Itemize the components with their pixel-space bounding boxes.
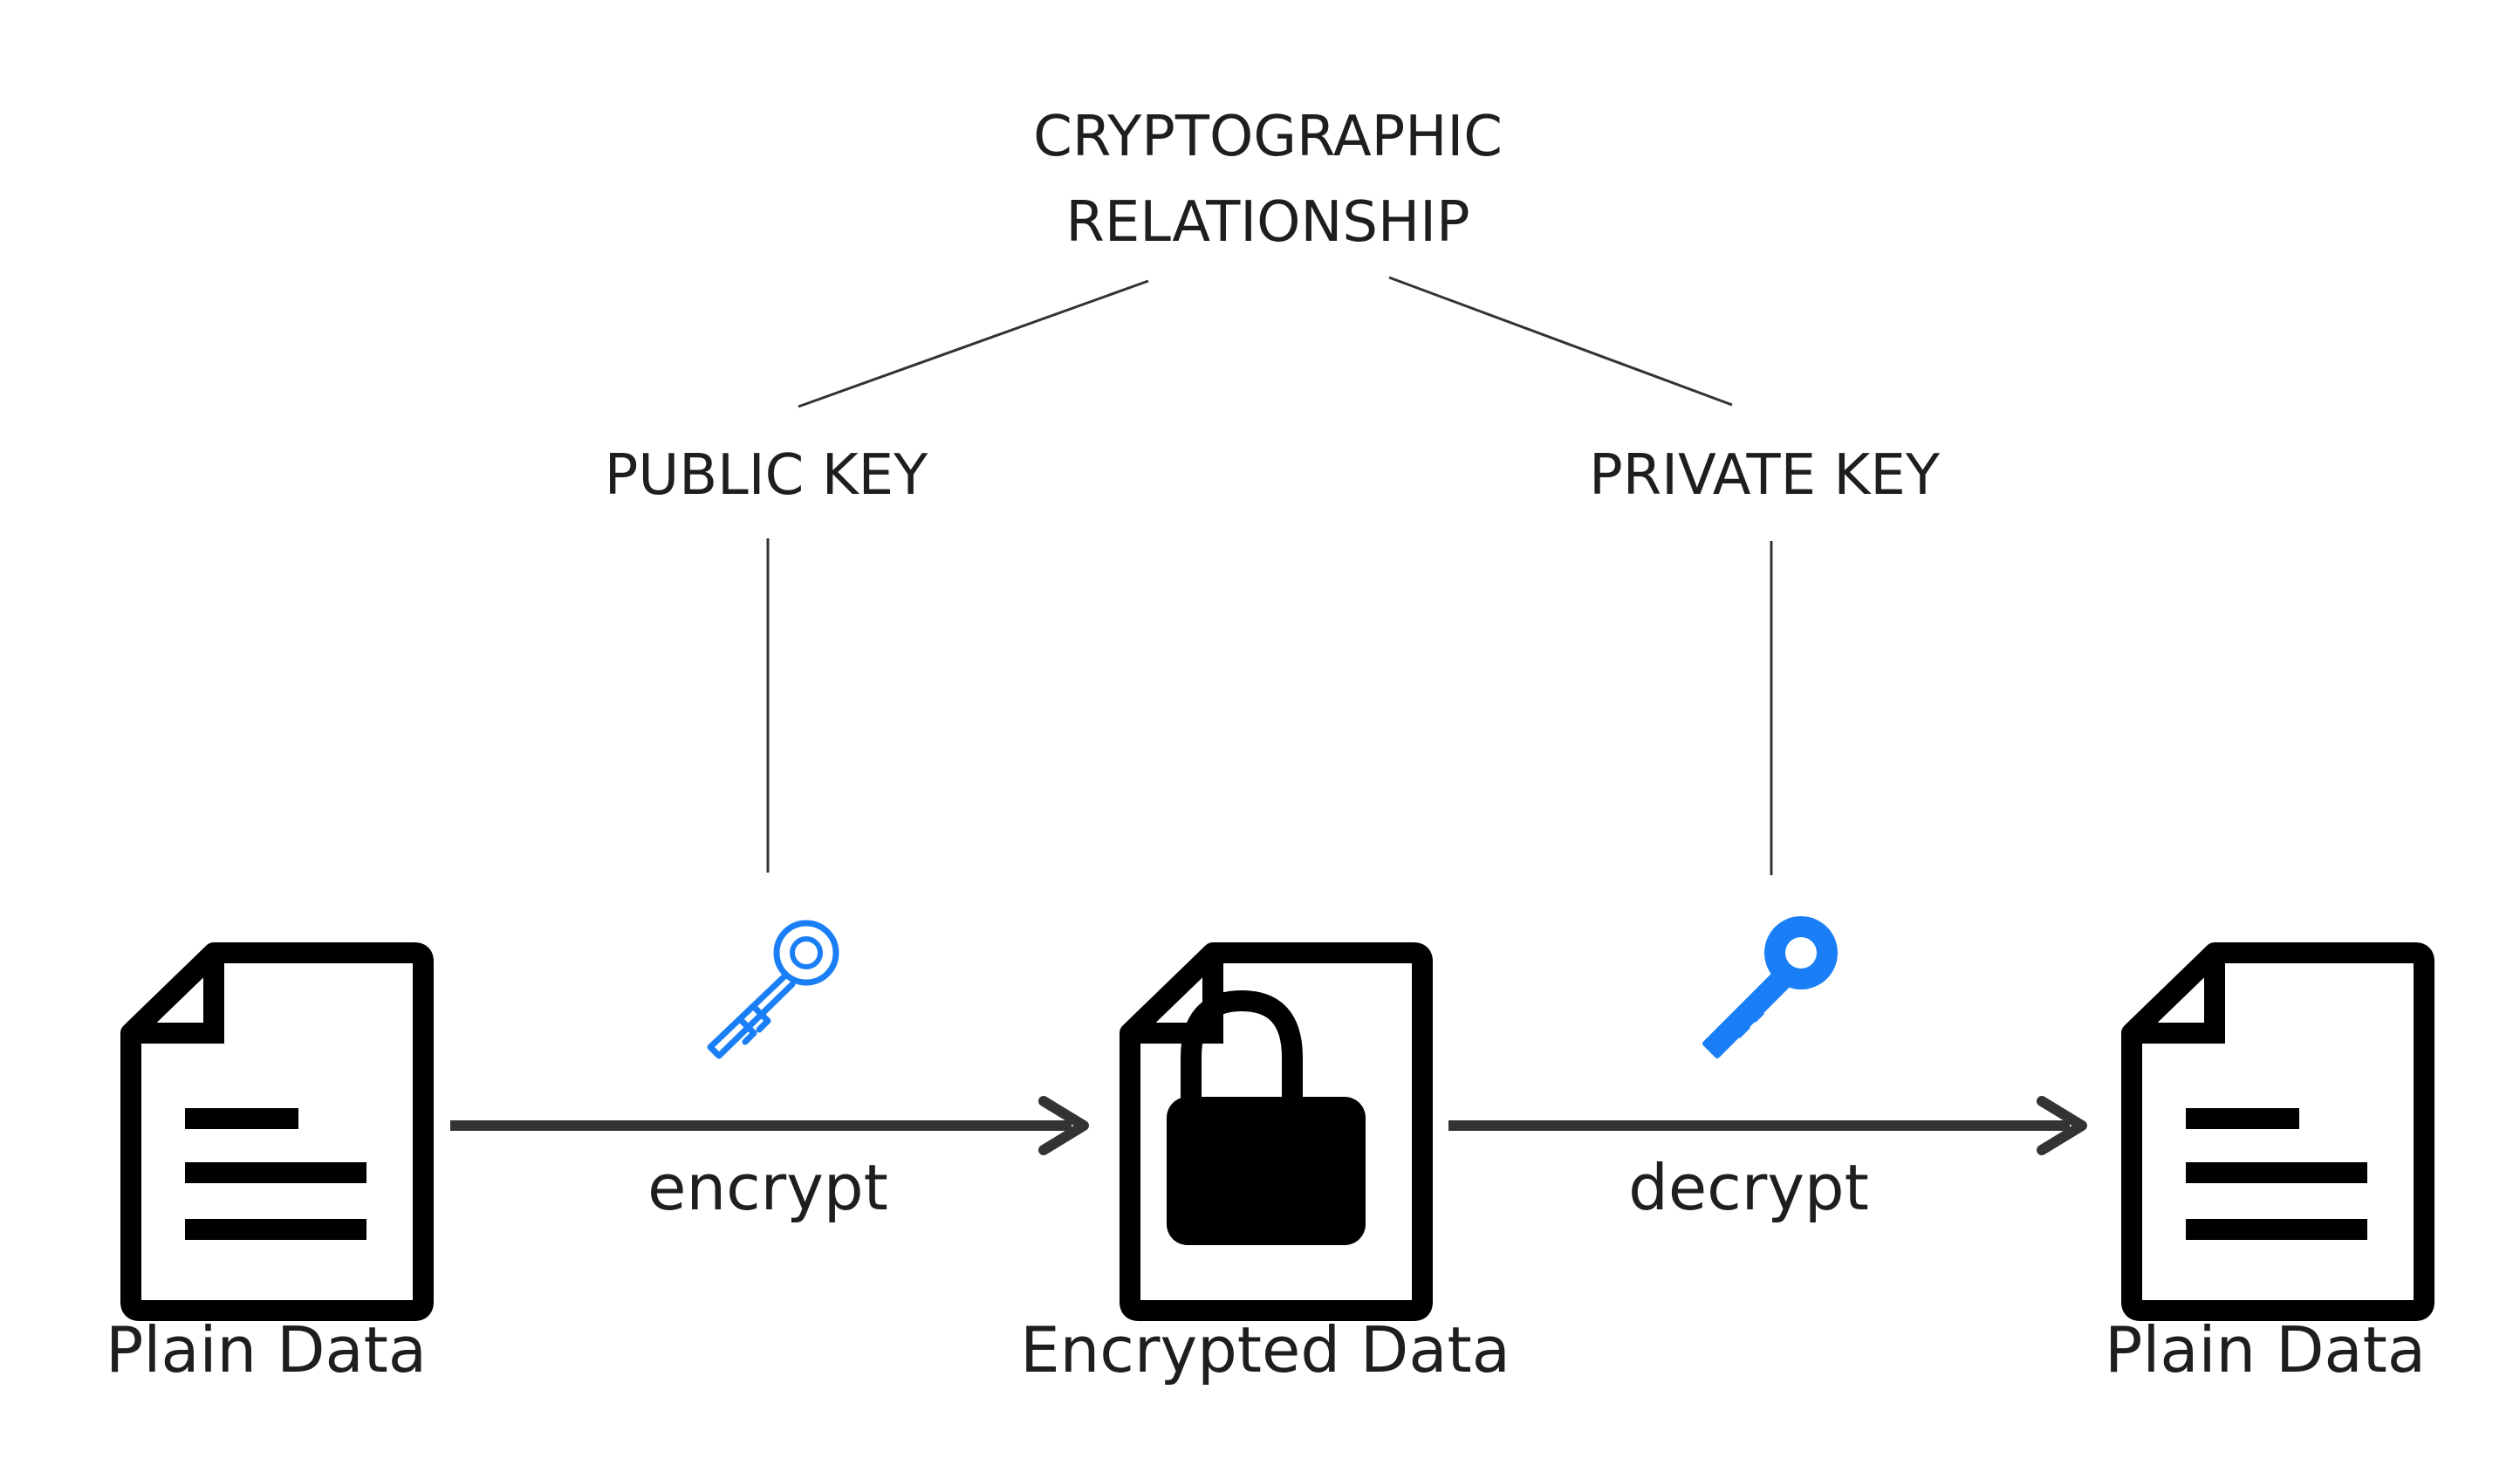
document-icon	[2132, 953, 2424, 1311]
plain-data-document-right	[2132, 953, 2424, 1311]
decrypt-label: decrypt	[1628, 1151, 1869, 1224]
public-key-label: PUBLIC KEY	[605, 443, 928, 508]
plain-data-label-right: Plain Data	[2105, 1313, 2426, 1386]
plain-data-document-left	[131, 953, 423, 1311]
private-key-label: PRIVATE KEY	[1589, 443, 1941, 508]
diagram-title-line2: RELATIONSHIP	[1065, 190, 1469, 255]
title-to-private-connector	[1388, 276, 1733, 407]
encrypt-label: encrypt	[647, 1151, 888, 1224]
decrypt-arrow	[1448, 1096, 2087, 1155]
encrypted-data-document	[1130, 953, 1422, 1311]
title-to-public-connector	[798, 279, 1149, 408]
diagram-title-line1: CRYPTOGRAPHIC	[1033, 105, 1503, 169]
encrypt-arrow	[450, 1096, 1089, 1155]
encrypted-data-label: Encrypted Data	[1020, 1313, 1510, 1386]
key-filled-icon	[1702, 916, 1838, 1058]
document-icon	[131, 953, 423, 1311]
plain-data-label-left: Plain Data	[106, 1313, 427, 1386]
padlock-icon	[1167, 989, 1366, 1245]
key-outline-icon	[707, 920, 839, 1059]
